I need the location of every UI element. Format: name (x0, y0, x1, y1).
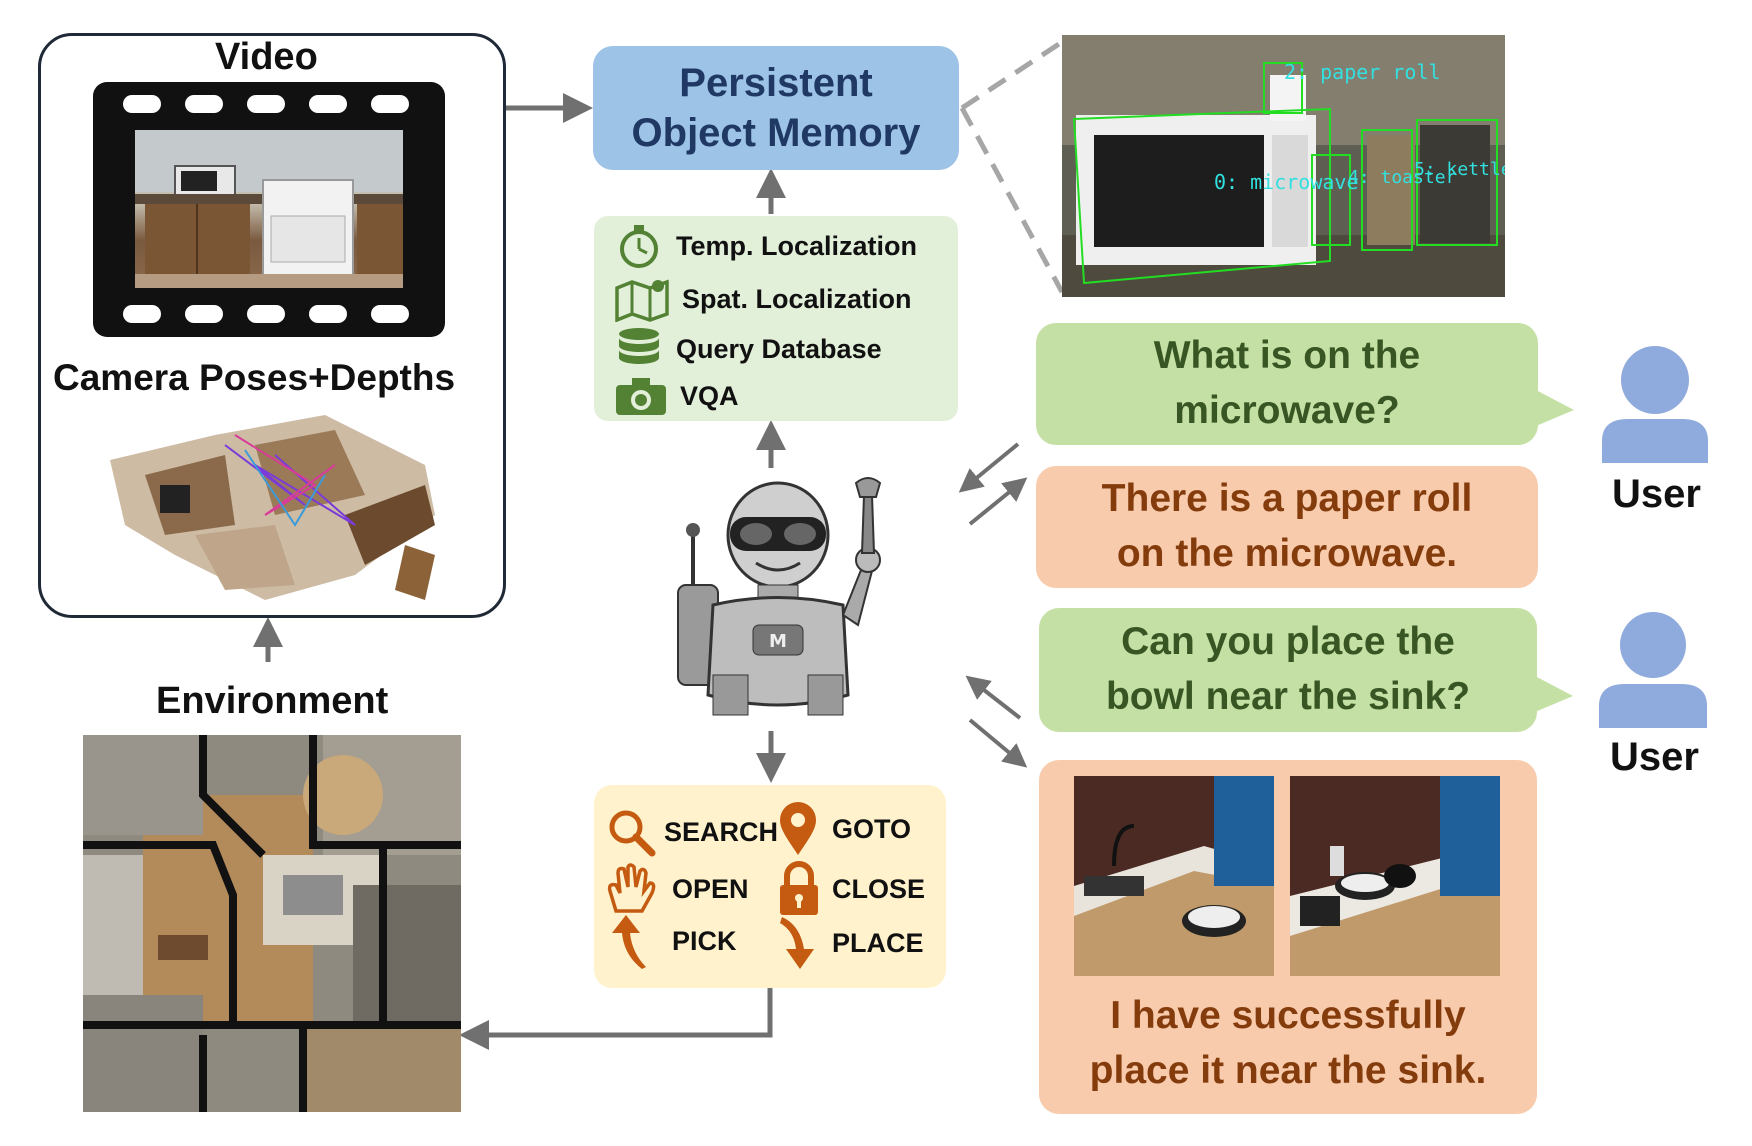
action-close: CLOSE (778, 861, 925, 917)
database-icon (619, 328, 659, 364)
agent-answer-1-text: There is a paper roll on the microwave. (1101, 477, 1473, 575)
memory-title-line1: Persistent (679, 61, 873, 105)
action-search: SEARCH (606, 807, 778, 857)
action-open: OPEN (606, 863, 749, 915)
action-label: OPEN (672, 873, 749, 904)
video-title: Video (215, 36, 318, 78)
user-question-2: Can you place the bowl near the sink? (1039, 608, 1537, 732)
bubble-tail-2 (1535, 676, 1573, 712)
detection-label-paper-roll: 2: paper roll (1284, 60, 1441, 84)
svg-text:M: M (769, 631, 787, 652)
user-question-1: What is on the microwave? (1036, 323, 1538, 445)
action-label: PLACE (832, 927, 924, 958)
user-icon (1599, 612, 1707, 728)
kitchen-video-frame (135, 130, 403, 288)
zoom-line-bottom (959, 106, 1065, 294)
tool-label: Temp. Localization (676, 230, 918, 261)
arrow-dialog-out-1 (968, 477, 1028, 526)
arrow-dialog-out-2 (968, 718, 1028, 768)
tool-temp-localization: Temp. Localization (614, 223, 917, 269)
action-place: PLACE (778, 915, 924, 971)
search-icon (609, 810, 656, 857)
scene-reconstruction-image (110, 415, 435, 600)
tool-label: Query Database (676, 333, 882, 364)
agent-answer-1: There is a paper roll on the microwave. (1036, 466, 1538, 588)
agent-answer-2-text: I have successfully place it near the si… (1089, 994, 1487, 1092)
user-icon (1602, 346, 1708, 463)
tool-label: VQA (680, 380, 739, 411)
action-pick: PICK (606, 913, 737, 969)
arrow-actions-to-environment (459, 988, 773, 1050)
actions-panel: SEARCH GOTO OPEN CLOSE PICK PLACE (594, 785, 946, 988)
agent-answer-2: I have successfully place it near the si… (1039, 760, 1537, 1114)
tools-panel: Temp. Localization Spat. Localization Qu… (594, 216, 958, 421)
arrow-down-icon (780, 917, 814, 969)
user-question-1-text: What is on the microwave? (1153, 334, 1421, 432)
arrow-dialog-in-1 (958, 442, 1020, 493)
detection-label-microwave: 0: microwave (1214, 170, 1359, 194)
user-question-2-text: Can you place the bowl near the sink? (1105, 620, 1471, 718)
action-label: SEARCH (664, 816, 779, 847)
tool-label: Spat. Localization (682, 283, 912, 314)
video-subtitle: Camera Poses+Depths (53, 357, 456, 398)
user-label-2: User (1610, 735, 1699, 779)
map-pin-icon (615, 279, 669, 322)
action-label: PICK (672, 925, 737, 956)
stopwatch-icon (620, 225, 658, 268)
action-goto: GOTO (778, 801, 911, 857)
action-label: CLOSE (832, 873, 926, 904)
tool-vqa: VQA (614, 373, 739, 419)
detection-label-kettle: 5: kettle (1414, 159, 1505, 180)
persistent-object-memory-box: Persistent Object Memory (593, 46, 959, 170)
place-before-image (1074, 776, 1274, 976)
camera-icon (616, 378, 666, 415)
detection-label-toaster: 4: toaster (1348, 167, 1457, 188)
bubble-tail-1 (1536, 390, 1574, 426)
environment-title: Environment (156, 680, 389, 722)
robot-agent-icon: M (677, 477, 882, 716)
user-label-1: User (1612, 472, 1701, 516)
arrow-up-icon (612, 915, 646, 969)
action-label: GOTO (832, 813, 912, 844)
tool-query-database: Query Database (614, 326, 882, 372)
film-strip-icon (93, 82, 445, 337)
location-pin-icon (780, 802, 816, 855)
zoom-line-top (960, 39, 1064, 111)
arrow-dialog-in-2 (965, 675, 1022, 720)
hand-icon (607, 863, 656, 913)
lock-icon (780, 861, 818, 915)
tool-spat-localization: Spat. Localization (614, 276, 912, 322)
object-detection-image: 2: paper roll 0: microwave 4: toaster 5:… (1062, 35, 1505, 297)
place-after-image (1290, 776, 1500, 976)
memory-title-line2: Object Memory (631, 111, 921, 155)
environment-floorplan-image (83, 735, 461, 1112)
